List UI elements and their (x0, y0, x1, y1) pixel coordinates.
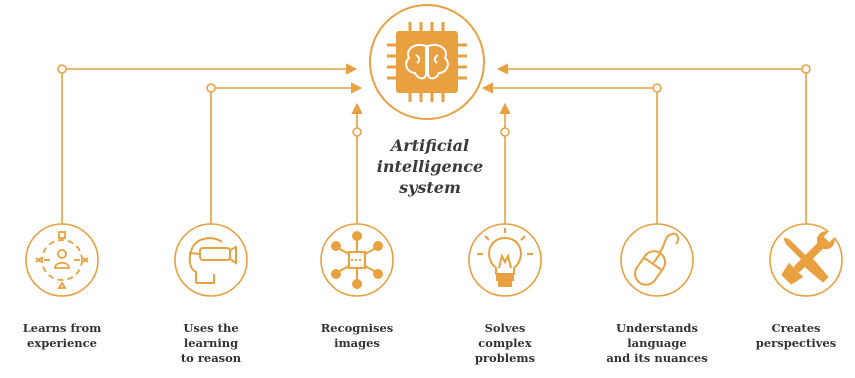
system-title-line: intelligence (376, 157, 484, 176)
label-line: problems (474, 351, 536, 365)
system-title-line: system (399, 178, 461, 197)
ai-brain-chip-icon (369, 4, 485, 120)
label-line: Recognises (320, 321, 394, 335)
capability-label-problems: Solves complex problems (440, 321, 570, 366)
wrench-screwdriver-icon (781, 230, 836, 285)
system-title: Artificial intelligence system (350, 135, 510, 198)
capability-label-reason: Uses the learning to reason (146, 321, 276, 366)
computer-mouse-icon (633, 232, 680, 286)
label-line: Understands (616, 321, 698, 335)
label-line: Learns from (22, 321, 102, 335)
vr-headset-icon (188, 237, 237, 284)
molecule-network-icon (331, 231, 383, 289)
capability-circle (620, 223, 694, 297)
label-line: Uses the (183, 321, 239, 335)
capability-label-learns: Learns from experience (0, 321, 127, 351)
capability-circle (25, 223, 99, 297)
capability-label-language: Understands language and its nuances (592, 321, 722, 366)
target-person-icon (35, 231, 89, 289)
connector-uses-learning (210, 82, 363, 228)
label-line: experience (27, 336, 97, 350)
capability-label-images: Recognises images (292, 321, 422, 351)
capability-label-perspectives: Creates perspectives (739, 321, 853, 351)
system-title-line: Artificial (390, 136, 470, 155)
connector-learns-from-experience (61, 63, 358, 228)
label-line: images (334, 336, 380, 350)
label-line: perspectives (755, 336, 837, 350)
label-line: Solves (484, 321, 526, 335)
label-line: Creates (771, 321, 821, 335)
label-line: to reason (180, 351, 242, 365)
label-line: and its nuances (606, 351, 708, 365)
label-line: learning (183, 336, 239, 350)
label-line: language (627, 336, 687, 350)
label-line: complex (478, 336, 532, 350)
lightbulb-icon (477, 228, 533, 287)
connector-creates-perspectives (496, 63, 807, 228)
